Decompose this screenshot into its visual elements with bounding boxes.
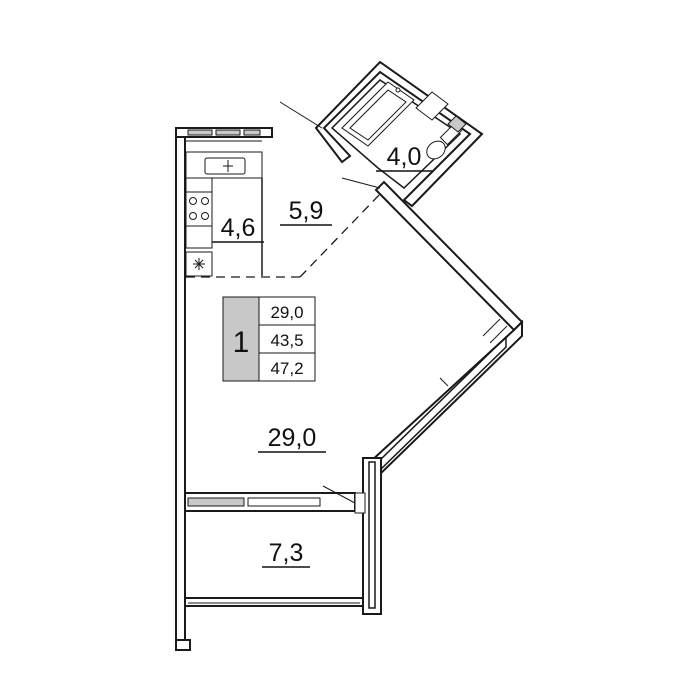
window bbox=[215, 129, 241, 136]
partition-post bbox=[354, 492, 366, 514]
toilet bbox=[426, 140, 446, 160]
kitchen-area-label: 4,6 bbox=[221, 214, 256, 242]
bathroom-walls bbox=[314, 60, 484, 208]
leader-line bbox=[341, 177, 381, 189]
balcony-door bbox=[187, 497, 245, 507]
leader-line bbox=[322, 485, 356, 504]
diagonal-exterior-wall bbox=[374, 180, 524, 332]
living-area-label: 29,0 bbox=[268, 424, 317, 452]
badge-room-count: 1 bbox=[233, 326, 250, 359]
balcony-bottom-wall bbox=[184, 597, 364, 607]
bathroom bbox=[279, 60, 484, 208]
window bbox=[489, 325, 508, 344]
bay-vertical-wall bbox=[362, 457, 382, 615]
badge-total-area: 43,5 bbox=[270, 331, 303, 350]
fridge-icon bbox=[185, 251, 213, 277]
badge-total-with-balcony: 47,2 bbox=[270, 359, 303, 378]
badge-living-area: 29,0 bbox=[270, 303, 303, 322]
badge-room-count-bg bbox=[222, 296, 260, 382]
bathroom-inner-wall bbox=[330, 79, 462, 189]
bay-wall bbox=[369, 319, 523, 477]
hall-zone-border bbox=[299, 191, 383, 278]
wall-joint bbox=[439, 377, 449, 387]
kitchen-counter bbox=[185, 151, 263, 277]
window bbox=[482, 318, 501, 337]
burner-icon bbox=[189, 212, 197, 220]
leader-line bbox=[279, 101, 323, 129]
stove-icon bbox=[185, 191, 213, 227]
balcony-window bbox=[247, 497, 321, 507]
window bbox=[243, 129, 261, 136]
badge-cell bbox=[258, 352, 316, 382]
badge-cell bbox=[258, 296, 316, 326]
wall-end bbox=[175, 639, 191, 651]
apartment-badge: 1 29,0 43,5 47,2 bbox=[222, 296, 316, 382]
window bbox=[187, 129, 213, 136]
burner-icon bbox=[201, 212, 209, 220]
sink bbox=[415, 91, 449, 121]
snowflake-icon bbox=[193, 258, 205, 270]
tap-icon bbox=[395, 87, 401, 93]
bathroom-vent bbox=[447, 115, 467, 133]
left-exterior-wall bbox=[175, 127, 186, 649]
burner-icon bbox=[201, 197, 209, 205]
bathroom-area-label: 4,0 bbox=[387, 143, 422, 171]
bathtub-basin bbox=[349, 89, 407, 141]
burner-icon bbox=[189, 197, 197, 205]
balcony-area-label: 7,3 bbox=[269, 539, 304, 567]
bay-vertical-inner bbox=[368, 461, 376, 609]
hall-area-label: 5,9 bbox=[289, 197, 324, 225]
